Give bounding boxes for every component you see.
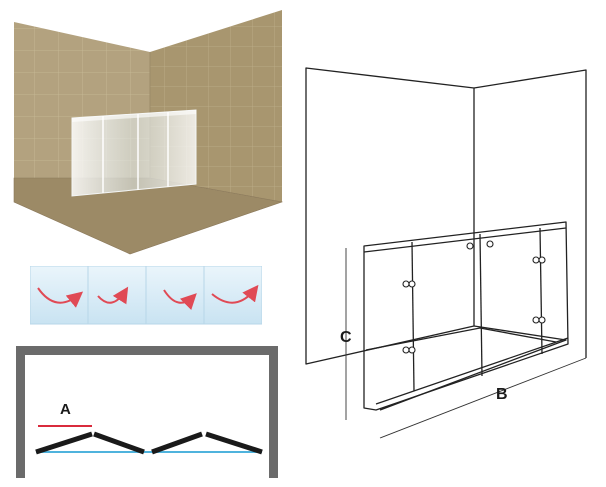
plan-panel-2 <box>93 431 145 455</box>
swing-arrow-3 <box>163 289 197 311</box>
plan-panel-1 <box>35 431 93 455</box>
plan-view-diagram: A <box>16 342 278 482</box>
screen-divider-3 <box>539 227 543 355</box>
label-b: B <box>496 386 508 403</box>
screen-outline <box>363 221 569 411</box>
door-swing-svg <box>30 266 262 325</box>
plan-view-svg <box>16 346 278 478</box>
dimension-line-drawing: B C <box>290 58 600 458</box>
swing-arrow-4 <box>211 284 259 304</box>
door-swing-diagram <box>30 266 262 326</box>
plan-frame-left <box>16 346 25 478</box>
shower-render-3d <box>10 6 288 256</box>
screen-divider-2 <box>479 233 483 377</box>
swing-arrow-1 <box>37 287 84 308</box>
dimension-line-svg <box>305 67 587 439</box>
plan-panel-4 <box>205 431 263 455</box>
label-a: A <box>60 401 71 418</box>
screen-floor-inner <box>365 327 557 351</box>
plan-panel-3 <box>151 431 203 455</box>
shower-render-svg <box>13 10 284 255</box>
screen-bottom-rail <box>375 337 569 405</box>
dimension-b-line <box>379 357 587 439</box>
screen-top-rail <box>363 227 567 253</box>
screen-divider-1 <box>411 241 415 392</box>
swing-arrow-2 <box>97 286 129 305</box>
glass-screen <box>71 109 197 197</box>
label-c: C <box>340 329 352 346</box>
room-left-wall <box>305 67 475 365</box>
room-right-wall <box>473 69 587 358</box>
swing-panel-3 <box>145 266 205 325</box>
plan-frame-top <box>16 346 278 355</box>
floor <box>14 178 282 254</box>
swing-panel-2 <box>87 266 147 325</box>
plan-frame-right <box>269 346 278 478</box>
